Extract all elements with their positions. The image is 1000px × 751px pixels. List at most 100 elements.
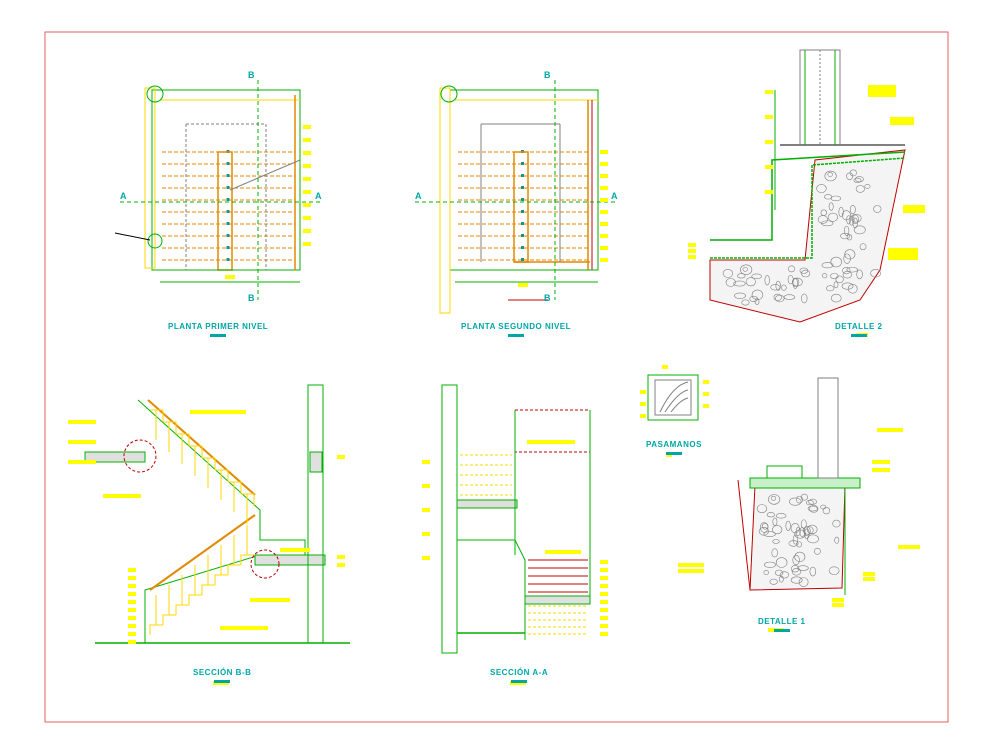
upper-flight-step (202, 457, 216, 470)
upper-flight-step (189, 445, 203, 458)
baluster-post (521, 246, 524, 249)
stone (843, 253, 851, 264)
baluster-post (521, 174, 524, 177)
dimension-tag (872, 460, 890, 464)
dimension-tag (337, 455, 345, 459)
dimension-tag (600, 186, 608, 190)
rubble-stones (756, 493, 841, 587)
baluster-post (521, 222, 524, 225)
dimension-tag (280, 548, 310, 552)
baluster-post (226, 246, 230, 249)
dimension-tag (128, 600, 136, 604)
stone (826, 285, 835, 292)
stone (751, 289, 764, 301)
stone (870, 269, 881, 278)
stone (789, 497, 802, 506)
lower-flight-step (162, 614, 176, 625)
stone (800, 493, 808, 501)
section-marker-b-bottom: B (248, 293, 255, 303)
dimension-tags (225, 125, 311, 279)
dimension-tag (600, 234, 608, 238)
dimension-tag (600, 592, 608, 596)
stone (792, 554, 800, 566)
dimension-tag (863, 572, 875, 576)
lower-flight-step (175, 604, 189, 615)
dimension-tag (600, 616, 608, 620)
dimension-tag (703, 404, 709, 408)
stone (855, 185, 865, 193)
stone (759, 522, 769, 533)
dimension-tag (213, 681, 229, 685)
baluster-post (521, 198, 524, 201)
column-circle (440, 85, 458, 103)
dimension-tag (600, 162, 608, 166)
baluster-post (521, 258, 524, 261)
lower-flight-step (149, 624, 163, 635)
baluster-post (226, 222, 230, 225)
stone (849, 205, 856, 215)
upper-flight-step (215, 469, 229, 482)
stone (824, 170, 837, 182)
stone (754, 298, 760, 305)
title-seccion-a-a: SECCIÓN A-A (490, 668, 548, 683)
stone (827, 172, 833, 177)
handrail-detail (640, 365, 709, 457)
dimension-tag (903, 209, 925, 213)
dimension-tag (600, 608, 608, 612)
dimension-tag (765, 190, 773, 194)
stone (859, 243, 867, 251)
rubble-fill (709, 149, 906, 323)
stone (737, 273, 746, 279)
dimension-tag (903, 205, 925, 209)
stone (783, 294, 796, 300)
dimension-tag (868, 89, 896, 93)
stone (771, 548, 778, 558)
plan-steps (162, 150, 295, 261)
dimension-tag (303, 125, 311, 129)
dimension-tag (600, 198, 608, 202)
dimension-tag (303, 242, 311, 246)
dimension-tag (688, 249, 696, 253)
stone (853, 225, 866, 235)
stone (770, 284, 781, 291)
dimension-tag (128, 616, 136, 620)
dimension-tag (678, 563, 704, 567)
stone (775, 513, 787, 519)
detail-2 (688, 49, 925, 337)
dimension-tag (128, 592, 136, 596)
upper-flight-step (241, 493, 255, 506)
stone (801, 293, 808, 304)
baluster-post (226, 162, 230, 165)
stone (790, 576, 803, 584)
dimension-tag (128, 640, 136, 644)
dimension-tag (128, 624, 136, 628)
stone (794, 529, 807, 539)
plan-steps (458, 150, 588, 261)
stone (806, 499, 814, 506)
baluster-post (521, 162, 524, 165)
dimension-tag (303, 203, 311, 207)
stone (779, 575, 784, 583)
dimension-tag (640, 402, 646, 406)
dimension-tag (703, 380, 709, 384)
stone (864, 184, 871, 189)
stone (749, 295, 758, 302)
stone (734, 292, 746, 299)
dimension-tag (765, 115, 773, 119)
dimension-tag (422, 556, 430, 560)
dimension-tag (337, 563, 345, 567)
dimension-tag (128, 568, 136, 572)
plan-first-level (114, 80, 320, 300)
dimension-tags (68, 410, 345, 685)
section-marker-a-left: A (120, 191, 127, 201)
title-detalle-2: DETALLE 2 (835, 322, 882, 337)
stone (835, 275, 844, 284)
section-marker-b-top: B (544, 70, 551, 80)
stone (809, 505, 819, 513)
baluster-post (226, 258, 230, 261)
stone (813, 547, 821, 555)
plan-second-level (415, 80, 615, 314)
upper-flight-step (228, 481, 242, 494)
dimension-tag (128, 608, 136, 612)
